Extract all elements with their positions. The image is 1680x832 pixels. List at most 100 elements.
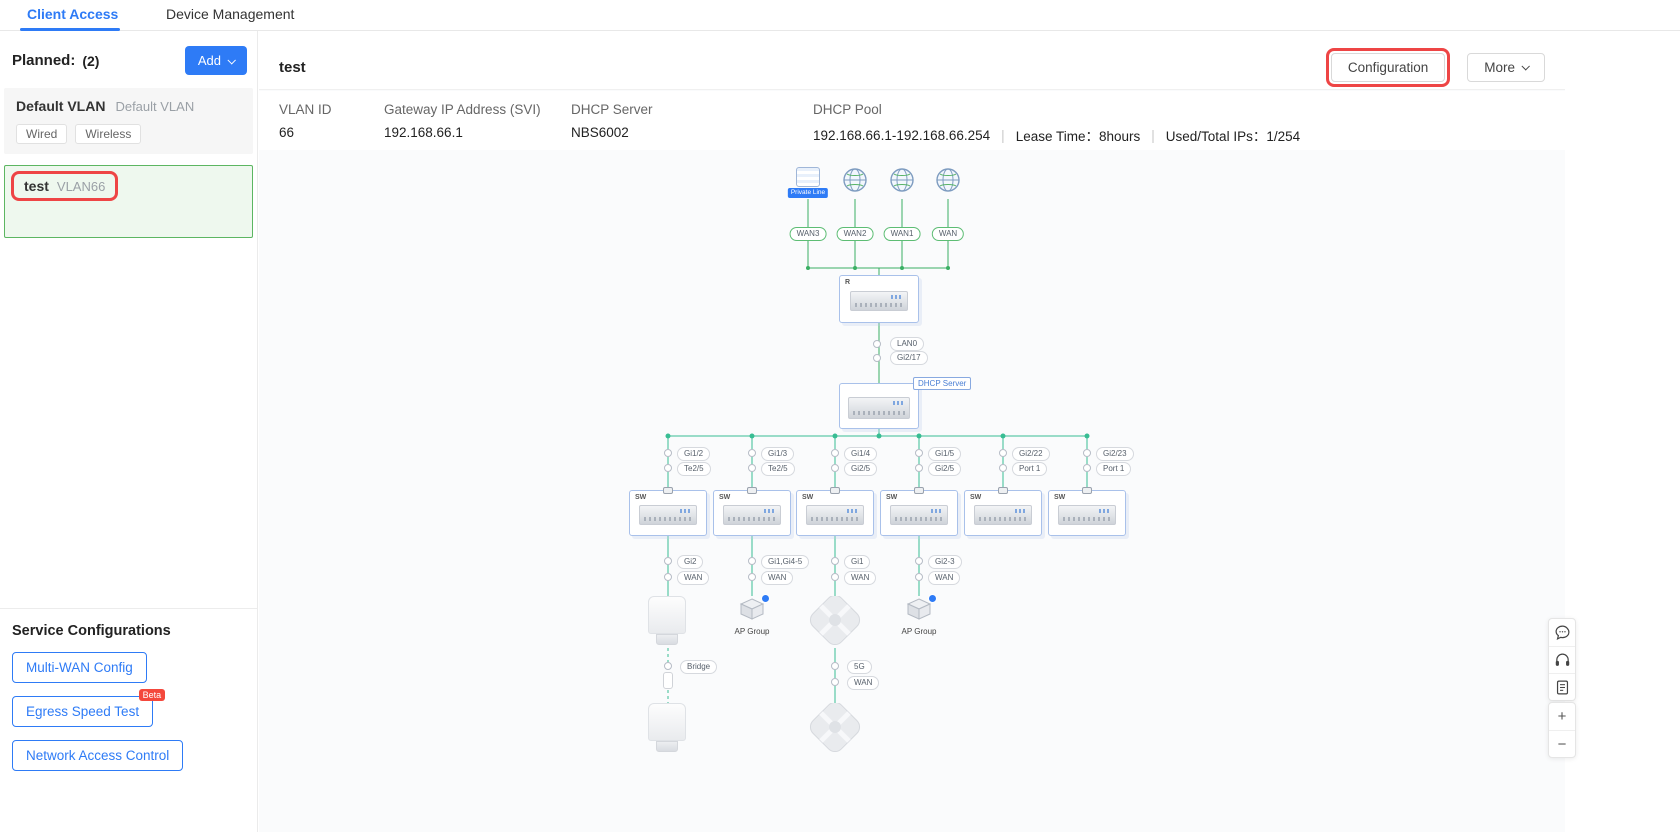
add-vlan-button[interactable]: Add	[184, 46, 247, 75]
switch-letter: SW	[970, 494, 982, 501]
ap-group-node[interactable]: AP Group	[724, 594, 780, 636]
dhcp-server-tag: DHCP Server	[913, 377, 972, 390]
tab-client-access[interactable]: Client Access	[27, 6, 119, 22]
internet-globe-icon[interactable]	[842, 167, 868, 193]
link-port-label: Te2/5	[677, 462, 711, 476]
more-button[interactable]: More	[1467, 52, 1545, 82]
link-port-label: Gi1/3	[761, 447, 795, 461]
port-status-icon	[748, 573, 756, 581]
feedback-survey-button[interactable]	[1549, 673, 1575, 700]
network-topology: Private Line WAN3 WAN2 WAN1 WAN R LAN0 G…	[259, 151, 1565, 832]
ap-node-large[interactable]	[806, 594, 864, 648]
switch-node[interactable]: SW	[796, 487, 874, 536]
ap-group-label: AP Group	[901, 627, 937, 636]
ap-group-cube-icon	[906, 598, 932, 620]
stack-icon	[914, 487, 924, 494]
count-badge-icon	[761, 594, 770, 603]
switch-device-image	[1058, 505, 1116, 526]
port-status-icon	[915, 449, 923, 457]
port-status-icon	[664, 662, 672, 670]
switch-device-image	[890, 505, 948, 526]
switch-node[interactable]: SW	[1048, 487, 1126, 536]
gateway-value: 192.168.66.1	[384, 125, 463, 140]
switch-node[interactable]: SW	[713, 487, 791, 536]
button-label: Configuration	[1347, 59, 1429, 75]
port-status-icon	[1083, 464, 1091, 472]
switch-letter: SW	[802, 494, 814, 501]
vlan-desc: VLAN66	[56, 179, 106, 194]
dhcp-server-label: DHCP Server	[571, 102, 653, 117]
planned-header: Planned: (2) Add	[0, 31, 257, 88]
zoom-in-button[interactable]: +	[1549, 703, 1575, 730]
vlan-card-test[interactable]: test VLAN66	[4, 165, 253, 238]
link-port-label: Gi1	[844, 555, 871, 569]
live-support-button[interactable]	[1549, 646, 1575, 673]
switch-node[interactable]: SW	[629, 487, 707, 536]
ceiling-ap-image	[809, 594, 861, 646]
port-status-icon	[999, 464, 1007, 472]
lease-time-value: Lease Time：8hours	[1015, 129, 1141, 144]
vlan-id-value: 66	[279, 125, 295, 140]
internet-globe-icon[interactable]	[889, 167, 915, 193]
port-status-icon	[748, 557, 756, 565]
vlan-detail-header: test Configuration More	[259, 31, 1565, 90]
separator: |	[1151, 127, 1155, 143]
multi-wan-config-button[interactable]: Multi-WAN Config	[12, 652, 147, 683]
wireless-link-label: 5G	[847, 660, 872, 674]
service-configurations-section: Service Configurations Multi-WAN Config …	[0, 608, 257, 785]
port-status-icon	[831, 573, 839, 581]
switch-node[interactable]: SW	[880, 487, 958, 536]
chat-support-button[interactable]	[1549, 619, 1575, 646]
minus-icon: −	[1557, 735, 1567, 753]
topology-zoom-controls: + −	[1548, 702, 1576, 758]
stack-icon	[830, 487, 840, 494]
link-port-label: Port 1	[1096, 462, 1132, 476]
ap-node[interactable]	[642, 703, 692, 753]
network-access-control-button[interactable]: Network Access Control	[12, 740, 184, 771]
vlan-card-default[interactable]: Default VLAN Default VLAN Wired Wireless	[4, 88, 253, 154]
port-status-icon	[873, 354, 881, 362]
headset-icon	[1555, 653, 1569, 666]
router-node[interactable]: R	[839, 275, 919, 323]
bridge-link-label: Bridge	[680, 660, 718, 674]
switch-letter: SW	[886, 494, 898, 501]
chat-bubble-icon	[1555, 625, 1569, 640]
port-status-icon	[873, 340, 881, 348]
link-port-label: WAN	[928, 571, 961, 585]
switch-device-image	[974, 505, 1032, 526]
switch-letter: SW	[635, 494, 647, 501]
link-port-label: Gi2/5	[844, 462, 878, 476]
top-tab-bar: Client Access Device Management	[0, 0, 1680, 31]
configuration-button[interactable]: Configuration	[1330, 52, 1446, 82]
core-switch-node[interactable]	[839, 383, 919, 429]
port-status-icon	[664, 464, 672, 472]
survey-document-icon	[1556, 680, 1568, 694]
used-total-ips-value: Used/Total IPs：1/254	[1165, 129, 1301, 144]
port-status-icon	[831, 678, 839, 686]
vlan-sidebar: Planned: (2) Add Default VLAN Default VL…	[0, 31, 258, 832]
internet-globe-icon[interactable]	[935, 167, 961, 193]
planned-count: (2)	[82, 52, 100, 69]
gateway-label: Gateway IP Address (SVI)	[384, 102, 541, 117]
stack-icon	[747, 487, 757, 494]
ap-group-label: AP Group	[734, 627, 770, 636]
link-port-label: Gi2/5	[928, 462, 962, 476]
service-configurations-title: Service Configurations	[12, 623, 171, 639]
link-port-label: WAN	[761, 571, 794, 585]
port-status-icon	[831, 449, 839, 457]
switch-letter: SW	[1054, 494, 1066, 501]
zoom-out-button[interactable]: −	[1549, 730, 1575, 757]
switch-node[interactable]: SW	[964, 487, 1042, 536]
port-status-icon	[831, 464, 839, 472]
link-port-label: WAN	[844, 571, 877, 585]
separator: |	[1001, 127, 1005, 143]
dhcp-server-value: NBS6002	[571, 125, 629, 140]
ap-group-node[interactable]: AP Group	[891, 594, 947, 636]
stack-icon	[998, 487, 1008, 494]
ap-node[interactable]	[642, 596, 692, 646]
ap-node-large[interactable]	[806, 701, 864, 755]
egress-speed-test-button[interactable]: Egress Speed Test Beta	[12, 689, 166, 727]
tab-device-management[interactable]: Device Management	[166, 6, 295, 22]
stack-icon	[1082, 487, 1092, 494]
private-line-icon[interactable]	[796, 167, 820, 187]
